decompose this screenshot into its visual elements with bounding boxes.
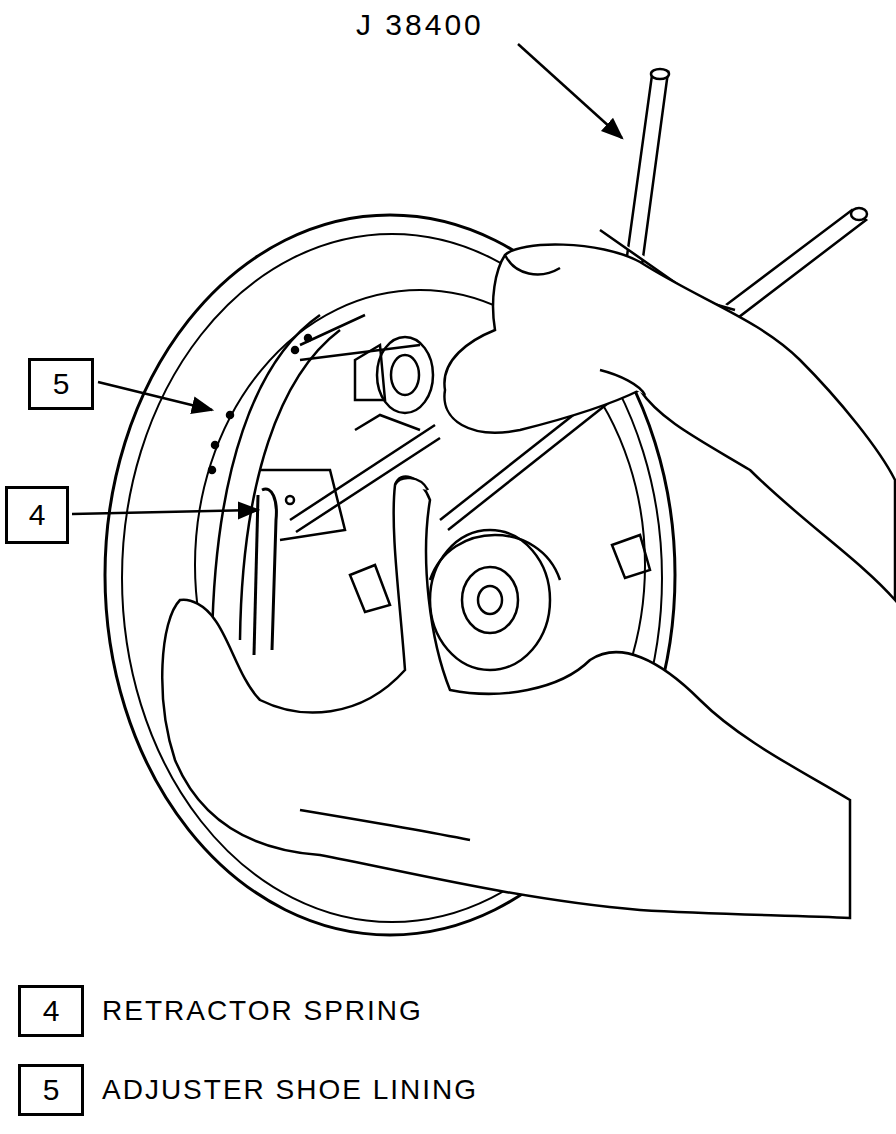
legend-entry: 4 RETRACTOR SPRING (18, 985, 423, 1037)
brake-shoe (209, 315, 420, 640)
callout-number: 5 (18, 1064, 84, 1116)
legend-text: ADJUSTER SHOE LINING (102, 1076, 478, 1104)
callout-box: 4 (5, 486, 69, 544)
lower-hand (162, 477, 850, 918)
legend-text: RETRACTOR SPRING (102, 997, 423, 1025)
callout-number: 4 (5, 486, 69, 544)
callout-box: 5 (28, 358, 94, 410)
wheel-cylinder (355, 337, 433, 430)
legend-entry: 5 ADJUSTER SHOE LINING (18, 1064, 478, 1116)
callout-number: 5 (28, 358, 94, 410)
callout-number: 4 (18, 985, 84, 1037)
hub (430, 530, 560, 670)
retractor-spring (254, 489, 276, 655)
upper-hand (444, 245, 895, 600)
tool-label: J 38400 (356, 10, 484, 40)
leader-lines (72, 44, 622, 514)
